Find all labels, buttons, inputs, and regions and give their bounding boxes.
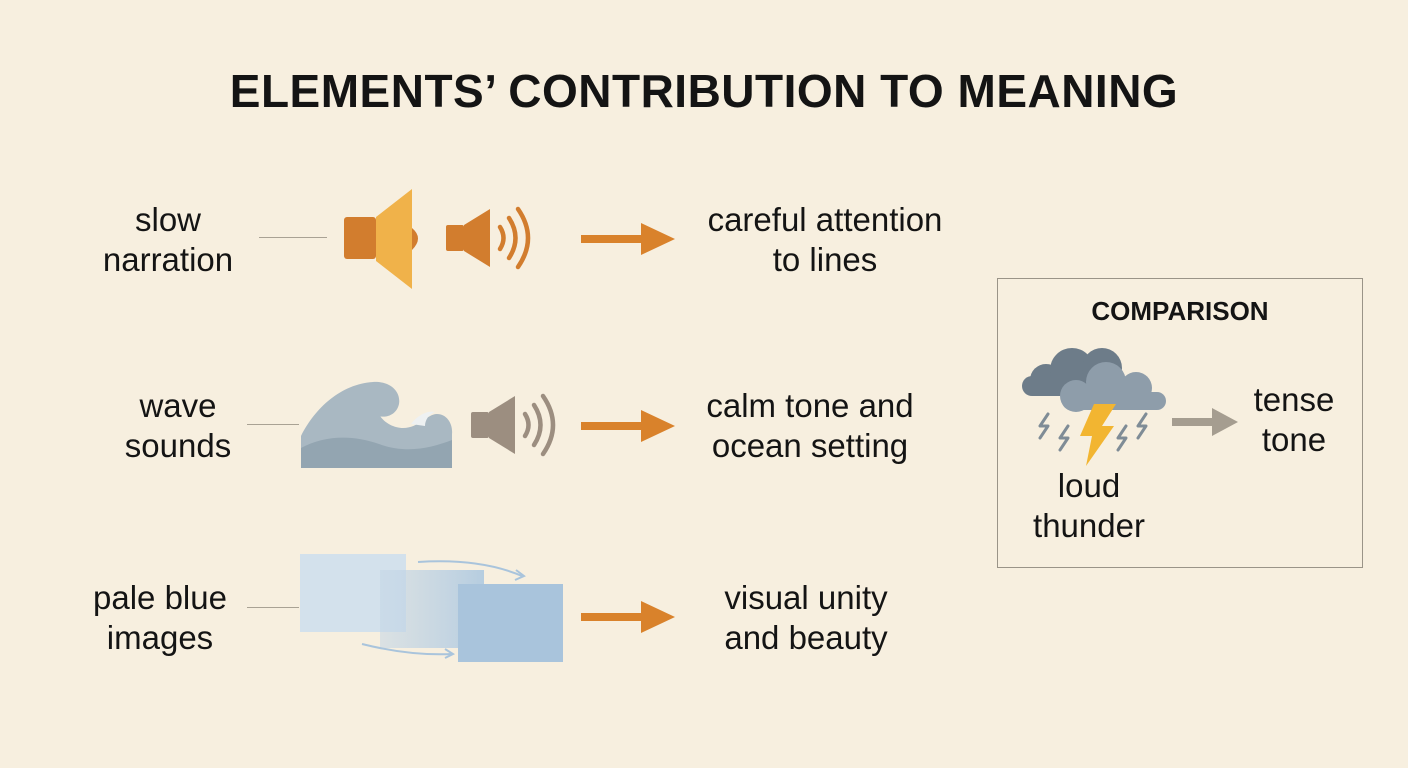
speaker-icon	[471, 396, 515, 454]
element-line: sounds	[124, 427, 232, 464]
element-label-slow-narration: slow narration	[68, 200, 268, 280]
meaning-line: careful attention	[707, 201, 943, 238]
element-label-wave-sounds: wave sounds	[78, 386, 278, 466]
arrow-right-icon	[581, 410, 675, 442]
element-line: pale blue	[93, 579, 227, 616]
speaker-icon	[446, 209, 490, 267]
meaning-label-careful-attention: careful attention to lines	[665, 200, 985, 280]
element-line: wave	[139, 387, 217, 424]
meaning-line: visual unity	[724, 579, 888, 616]
meaning-line: calm tone and	[706, 387, 914, 424]
meaning-line: tense	[1253, 381, 1335, 418]
meaning-line: and beauty	[724, 619, 888, 656]
ocean-wave-icon	[301, 381, 453, 468]
meaning-line: tone	[1261, 421, 1327, 458]
meaning-label-calm-tone: calm tone and ocean setting	[650, 386, 970, 466]
element-line: slow	[134, 201, 202, 238]
element-line: images	[106, 619, 214, 656]
leader-line	[259, 237, 327, 238]
element-line: thunder	[1033, 507, 1145, 544]
comparison-element-label: loud thunder	[1014, 466, 1164, 546]
comparison-box	[997, 278, 1363, 568]
image-layers-icon	[300, 554, 563, 662]
leader-line	[247, 607, 299, 608]
comparison-heading: COMPARISON	[1091, 296, 1269, 326]
element-label-pale-blue-images: pale blue images	[60, 578, 260, 658]
sound-waves-icon	[497, 206, 531, 270]
diagram-title: ELEMENTS’ CONTRIBUTION TO MEANING	[229, 65, 1179, 117]
arrow-right-icon	[1172, 408, 1238, 436]
arrow-right-icon	[581, 223, 675, 255]
storm-cloud-icon	[1022, 348, 1166, 452]
arrow-right-icon	[581, 601, 675, 633]
lightning-icon	[1080, 404, 1116, 466]
element-line: loud	[1057, 467, 1121, 504]
meaning-line: ocean setting	[711, 427, 909, 464]
comparison-meaning-label: tense tone	[1234, 380, 1354, 460]
leader-line	[247, 424, 299, 425]
meaning-label-visual-unity: visual unity and beauty	[646, 578, 966, 658]
meaning-line: to lines	[772, 241, 878, 278]
sound-waves-icon	[522, 393, 556, 457]
element-line: narration	[102, 241, 234, 278]
speaker-icon	[344, 189, 418, 289]
